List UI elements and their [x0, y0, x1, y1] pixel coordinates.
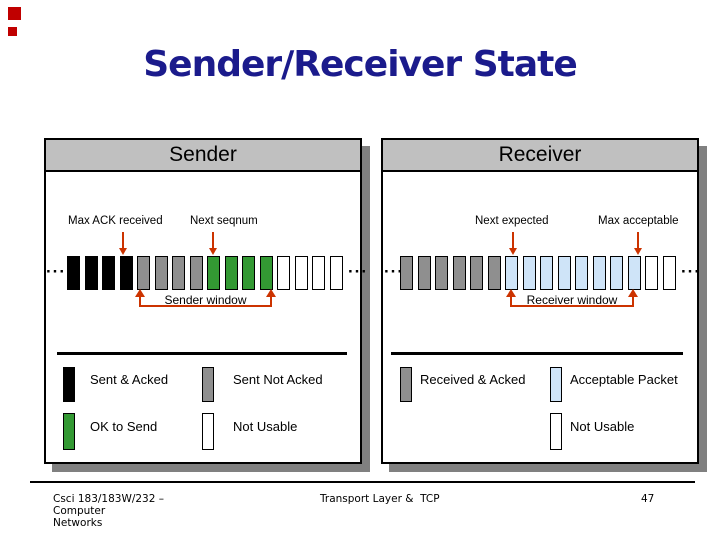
max-acceptable-arrow-line	[637, 232, 639, 248]
next-expected-arrow-head	[509, 248, 517, 255]
sender-box-not_usable	[329, 256, 343, 290]
sender-window-right-arrow	[266, 289, 276, 297]
receiver-window-right-arrow	[628, 289, 638, 297]
receiver-box-received_acked	[470, 256, 483, 290]
receiver-box-acceptable_packet	[627, 256, 641, 290]
footer-divider	[30, 481, 695, 483]
receiver-right-ellipsis: ···	[681, 262, 701, 281]
sender-panel: Sender	[44, 138, 362, 464]
max-acceptable-arrow-head	[634, 248, 642, 255]
receiver-box-received_acked	[435, 256, 448, 290]
sender-window-bracket	[139, 296, 272, 307]
sender-sequence-row	[67, 256, 343, 290]
receiver-panel-header: Receiver	[383, 140, 697, 172]
footer-page-number: 47	[641, 493, 655, 505]
receiver-box-received_acked	[487, 256, 501, 290]
footer-course: Csci 183/183W/232 – Computer Networks	[53, 493, 213, 529]
receiver-box-received_acked	[417, 256, 431, 290]
received-acked-swatch	[400, 367, 412, 402]
max-ack-received-label: Max ACK received	[68, 215, 163, 227]
sent-not-acked-label: Sent Not Acked	[233, 372, 323, 387]
receiver-legend-divider	[391, 352, 683, 355]
sender-box-ok_to_send	[259, 256, 273, 290]
receiver-box-acceptable_packet	[610, 256, 623, 290]
receiver-window-bracket	[510, 296, 634, 307]
sender-box-sent_acked	[102, 256, 115, 290]
footer-course-line2: Networks	[53, 517, 103, 529]
sender-not-usable-label: Not Usable	[233, 419, 298, 434]
receiver-sequence-row	[400, 256, 676, 290]
receiver-box-acceptable_packet	[557, 256, 571, 290]
receiver-not-usable-swatch	[550, 413, 562, 450]
page-title: Sender/Receiver State	[143, 44, 578, 85]
sender-box-sent_not_acked	[172, 256, 185, 290]
receiver-box-not_usable	[662, 256, 676, 290]
next-seqnum-arrow-line	[212, 232, 214, 248]
sender-box-ok_to_send	[242, 256, 255, 290]
decor-red-square-small	[8, 27, 17, 36]
sender-right-ellipsis: ···	[348, 262, 368, 281]
sent-not-acked-swatch	[202, 367, 214, 402]
footer-course-line1: Csci 183/183W/232 – Computer	[53, 493, 164, 517]
ok-to-send-label: OK to Send	[90, 419, 158, 434]
ok-to-send-swatch	[63, 413, 75, 450]
next-seqnum-arrow-head	[209, 248, 217, 255]
receiver-not-usable-label: Not Usable	[570, 419, 635, 434]
sender-box-not_usable	[294, 256, 308, 290]
next-seqnum-label: Next seqnum	[190, 215, 258, 227]
sender-left-ellipsis: ···	[46, 262, 66, 281]
receiver-box-acceptable_packet	[505, 256, 518, 290]
sender-window-label: Sender window	[164, 293, 247, 307]
max-ack-arrow-line	[122, 232, 124, 248]
sender-box-sent_not_acked	[189, 256, 203, 290]
sent-acked-label: Sent & Acked	[90, 372, 169, 387]
sender-box-not_usable	[312, 256, 325, 290]
sender-box-sent_not_acked	[137, 256, 150, 290]
next-expected-arrow-line	[512, 232, 514, 248]
receiver-box-acceptable_packet	[592, 256, 606, 290]
receiver-box-acceptable_packet	[540, 256, 553, 290]
receiver-panel: Receiver	[381, 138, 699, 464]
acceptable-packet-label: Acceptable Packet	[570, 372, 678, 387]
sender-not-usable-swatch	[202, 413, 214, 450]
sender-box-sent_acked	[84, 256, 98, 290]
sender-panel-header: Sender	[46, 140, 360, 172]
receiver-box-not_usable	[645, 256, 658, 290]
receiver-box-acceptable_packet	[522, 256, 536, 290]
sender-box-sent_not_acked	[154, 256, 168, 290]
sender-box-ok_to_send	[207, 256, 220, 290]
receiver-window-left-arrow	[506, 289, 516, 297]
max-ack-arrow-head	[119, 248, 127, 255]
next-expected-label: Next expected	[475, 215, 549, 227]
sender-legend-divider	[57, 352, 347, 355]
sent-acked-swatch	[63, 367, 75, 402]
sender-box-ok_to_send	[224, 256, 238, 290]
receiver-box-acceptable_packet	[575, 256, 588, 290]
receiver-box-received_acked	[400, 256, 413, 290]
receiver-box-received_acked	[452, 256, 466, 290]
receiver-window-label: Receiver window	[526, 293, 618, 307]
acceptable-packet-swatch	[550, 367, 562, 402]
sender-window-left-arrow	[135, 289, 145, 297]
sender-box-sent_acked	[67, 256, 80, 290]
decor-red-square-large	[8, 7, 21, 20]
sender-box-not_usable	[277, 256, 290, 290]
footer-center: Transport Layer & TCP	[320, 493, 440, 505]
max-acceptable-label: Max acceptable	[598, 215, 679, 227]
receiver-left-ellipsis: ···	[384, 262, 404, 281]
sender-box-sent_acked	[119, 256, 133, 290]
received-acked-label: Received & Acked	[420, 372, 526, 387]
